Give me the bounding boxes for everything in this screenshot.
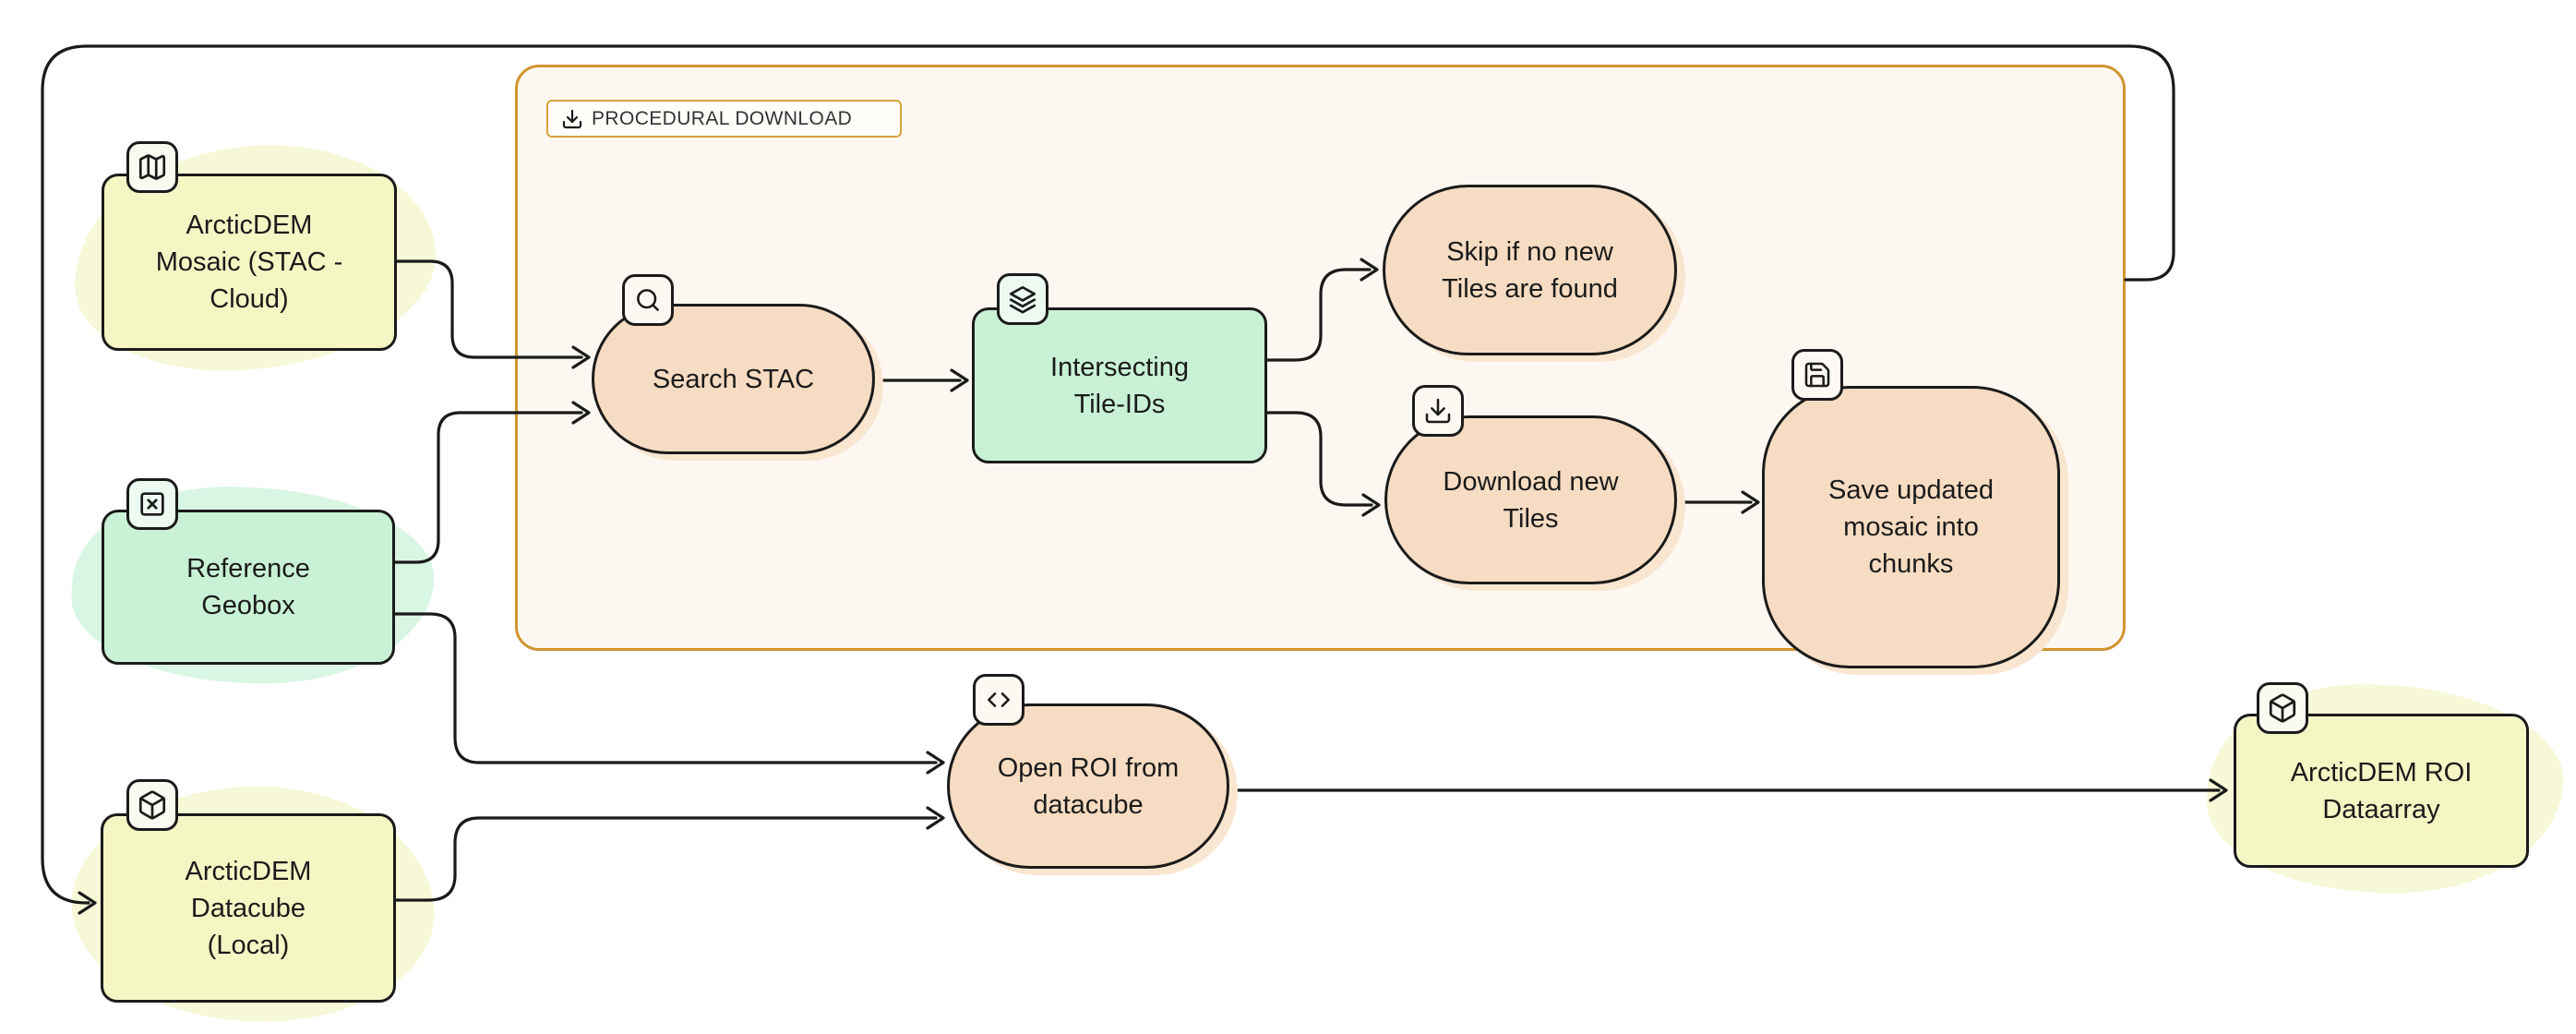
node-arcticdem-mosaic[interactable]: ArcticDEM Mosaic (STAC - Cloud) bbox=[102, 174, 397, 351]
search-icon bbox=[637, 289, 659, 311]
arcticdem-roi-dataarray-badge bbox=[2257, 682, 2308, 734]
group-label-text: PROCEDURAL DOWNLOAD bbox=[592, 107, 853, 129]
open-roi-label: Open ROI from datacube bbox=[997, 752, 1180, 820]
arcticdem-datacube-badge bbox=[126, 779, 178, 831]
download-icon bbox=[1425, 398, 1451, 424]
procedural-download-group-label[interactable]: PROCEDURAL DOWNLOAD bbox=[546, 100, 902, 138]
node-save-updated-mosaic[interactable]: Save updated mosaic into chunks bbox=[1762, 386, 2060, 668]
node-skip-if-no-new-tiles[interactable]: Skip if no new Tiles are found bbox=[1383, 185, 1677, 355]
intersecting-tile-ids-badge bbox=[997, 273, 1048, 325]
code-icon bbox=[988, 692, 1010, 707]
arcticdem-mosaic-badge bbox=[126, 141, 178, 193]
cube-icon bbox=[138, 790, 166, 820]
save-updated-mosaic-badge bbox=[1791, 349, 1843, 401]
node-download-new-tiles[interactable]: Download new Tiles bbox=[1384, 415, 1677, 584]
reference-geobox-badge bbox=[126, 478, 178, 530]
arcticdem-datacube-label: ArcticDEM Datacube (Local) bbox=[185, 856, 312, 960]
search-stac-label: Search STAC bbox=[652, 364, 815, 394]
intersecting-tile-ids-label: Intersecting Tile-IDs bbox=[1050, 352, 1189, 419]
cube-icon bbox=[2269, 693, 2296, 723]
save-updated-mosaic-label: Save updated mosaic into chunks bbox=[1828, 475, 1994, 579]
edge-openroi-to-dataarray bbox=[1228, 778, 2228, 802]
download-new-tiles-label: Download new Tiles bbox=[1443, 466, 1619, 534]
download-new-tiles-badge bbox=[1412, 385, 1464, 437]
arcticdem-mosaic-label: ArcticDEM Mosaic (STAC - Cloud) bbox=[155, 210, 343, 314]
node-search-stac[interactable]: Search STAC bbox=[592, 304, 875, 454]
node-arcticdem-roi-dataarray[interactable]: ArcticDEM ROI Dataarray bbox=[2234, 714, 2529, 868]
node-reference-geobox[interactable]: Reference Geobox bbox=[102, 510, 395, 665]
save-icon bbox=[1804, 362, 1830, 388]
search-stac-badge bbox=[622, 274, 674, 326]
skip-if-no-new-tiles-label: Skip if no new Tiles are found bbox=[1442, 236, 1618, 304]
x-square-icon bbox=[140, 492, 164, 516]
layers-icon bbox=[1009, 285, 1036, 314]
open-roi-badge bbox=[973, 674, 1024, 726]
map-icon bbox=[138, 154, 166, 180]
node-intersecting-tile-ids[interactable]: Intersecting Tile-IDs bbox=[972, 307, 1267, 463]
arcticdem-roi-dataarray-label: ArcticDEM ROI Dataarray bbox=[2290, 757, 2473, 824]
reference-geobox-label: Reference Geobox bbox=[186, 554, 310, 620]
node-open-roi[interactable]: Open ROI from datacube bbox=[947, 703, 1229, 869]
edge-datacube-to-openroi bbox=[394, 806, 945, 902]
node-arcticdem-datacube[interactable]: ArcticDEM Datacube (Local) bbox=[101, 813, 396, 1003]
download-icon bbox=[562, 109, 582, 128]
